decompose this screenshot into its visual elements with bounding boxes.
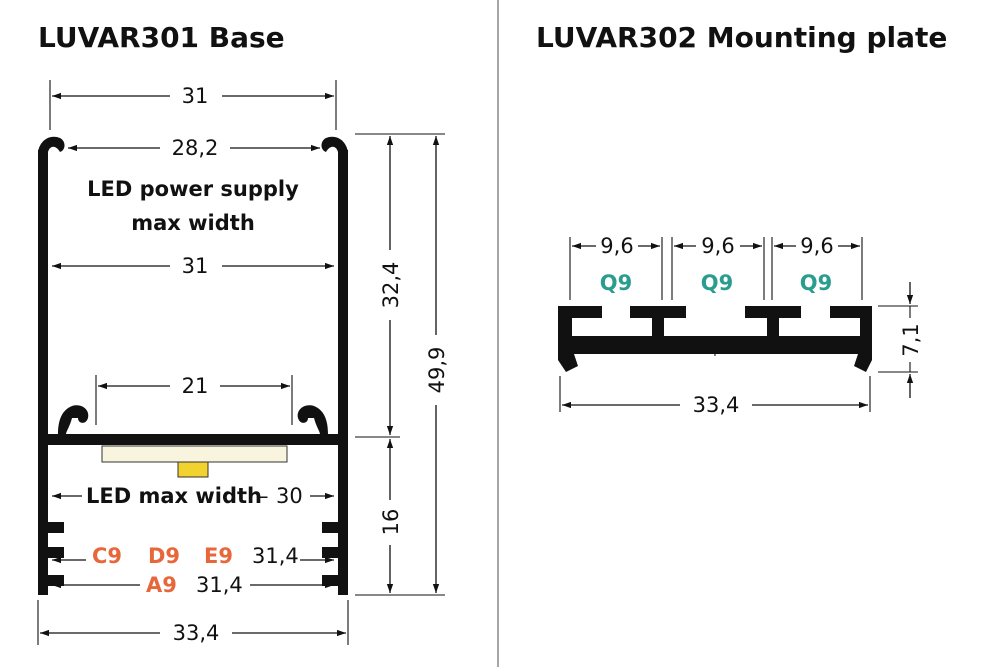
title-mounting-plate: LUVAR302 Mounting plate	[536, 21, 947, 54]
dim-channel-width-a9: 31,4	[196, 573, 243, 597]
dim-upper-height: 32,4	[379, 262, 403, 309]
plate-profile	[558, 306, 872, 372]
title-base: LUVAR301 Base	[38, 21, 285, 54]
label-led-max-width: LED max width	[86, 484, 262, 508]
label-a9: A9	[146, 573, 177, 597]
dim-plate-width: 33,4	[693, 393, 740, 417]
dim-plate-height: 7,1	[899, 323, 923, 356]
led-strip	[101, 445, 288, 463]
dim-slot3: 9,6	[800, 234, 833, 258]
dim-total-height: 49,9	[425, 347, 449, 394]
dim-slot2: 9,6	[701, 234, 734, 258]
label-d9: D9	[148, 544, 180, 568]
label-q9-3: Q9	[800, 271, 832, 295]
label-dash: –	[258, 484, 269, 508]
dim-total-width: 33,4	[173, 621, 220, 645]
led-chip	[177, 461, 209, 478]
dim-channel-width: 31,4	[252, 544, 299, 568]
dim-inner-top-width: 28,2	[172, 136, 219, 160]
label-c9: C9	[92, 544, 122, 568]
dim-inner-width: 31	[182, 254, 209, 278]
dim-slot1: 9,6	[600, 234, 633, 258]
label-e9: E9	[204, 544, 233, 568]
dim-led-max-width: 30	[276, 484, 303, 508]
dim-outer-top-width: 31	[182, 84, 209, 108]
label-q9-2: Q9	[701, 271, 733, 295]
label-power-supply-2: max width	[131, 211, 255, 235]
label-power-supply-1: LED power supply	[87, 177, 299, 201]
label-q9-1: Q9	[600, 271, 632, 295]
dim-led-base-width: 21	[182, 374, 209, 398]
base-profile	[38, 136, 348, 595]
dim-lower-height: 16	[379, 509, 403, 536]
